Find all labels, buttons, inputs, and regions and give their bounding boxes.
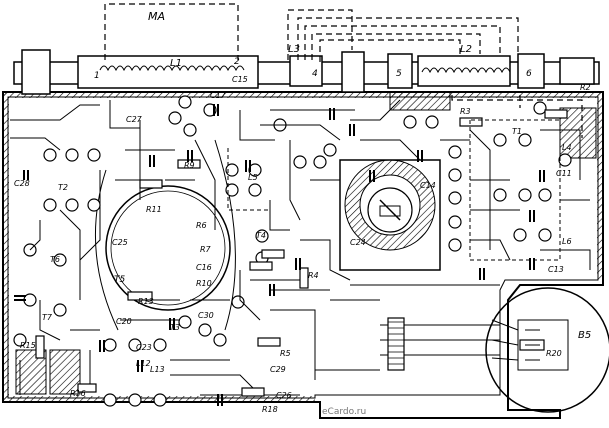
label-r7: R7 xyxy=(200,245,212,254)
label-n2: 2 xyxy=(234,57,240,67)
label-t6: T6 xyxy=(50,255,60,264)
label-l13: L13 xyxy=(150,365,165,374)
left-hatched-blocks xyxy=(15,91,597,395)
label-r16: R16 xyxy=(70,389,86,398)
label-n5: 5 xyxy=(396,69,402,79)
ferrite-rod-antenna xyxy=(13,49,600,95)
label-r15: R15 xyxy=(20,341,36,350)
label-t2: T2 xyxy=(58,183,68,192)
label-r11: R11 xyxy=(146,205,162,214)
label-l5: L5 xyxy=(248,173,258,182)
label-c11: C11 xyxy=(556,169,572,178)
label-r10: R10 xyxy=(196,279,212,288)
label-l1: L1 xyxy=(170,58,182,69)
label-c16: C16 xyxy=(196,263,212,272)
label-c23: C23 xyxy=(136,343,152,352)
label-c29: C29 xyxy=(270,365,286,374)
label-c13: C13 xyxy=(548,265,564,274)
label-c26: C26 xyxy=(276,391,292,400)
label-ma: MA xyxy=(148,10,165,23)
connector-block xyxy=(387,317,405,371)
label-r3: R3 xyxy=(460,107,471,116)
label-r13: R13 xyxy=(138,297,154,306)
label-n1: 1 xyxy=(94,71,100,81)
transistor-pads xyxy=(13,95,572,407)
label-c27: C27 xyxy=(126,115,143,124)
watermark: eCardo.ru xyxy=(322,407,366,417)
label-c17: C17 xyxy=(210,91,227,100)
label-t4: T4 xyxy=(256,231,266,240)
tuning-capacitor-assembly xyxy=(339,159,441,271)
component-labels: MA L1 L2 L3 1 2 4 5 6 C15 C17 C27 C28 C2… xyxy=(14,10,591,414)
label-c15: C15 xyxy=(232,75,248,84)
label-r2: R2 xyxy=(580,83,591,92)
label-b5: B5 xyxy=(578,330,591,341)
label-c14: C14 xyxy=(420,181,436,190)
label-c28: C28 xyxy=(14,179,30,188)
label-c24: C24 xyxy=(350,238,366,247)
label-r5: R5 xyxy=(280,349,291,358)
label-t7: T7 xyxy=(42,313,53,322)
label-r9: R9 xyxy=(184,161,195,170)
speaker-b5 xyxy=(485,287,609,413)
label-r18: R18 xyxy=(262,405,278,414)
variable-capacitor-dial xyxy=(94,139,236,331)
label-r4: R4 xyxy=(308,271,319,280)
label-c20: C20 xyxy=(116,317,132,326)
resistors xyxy=(35,109,568,397)
label-c30: C30 xyxy=(198,311,214,320)
inner-dashed-outlines xyxy=(227,119,561,261)
label-l2: L2 xyxy=(460,44,472,55)
label-r6: R6 xyxy=(196,221,207,230)
label-n4: 4 xyxy=(312,69,318,79)
label-l4: L4 xyxy=(562,143,572,152)
label-l12: L12 xyxy=(136,359,151,368)
label-n6: 6 xyxy=(526,69,532,79)
label-t1: T1 xyxy=(512,127,522,136)
label-t3: T3 xyxy=(170,323,180,332)
label-l6: L6 xyxy=(562,237,572,246)
label-l3: L3 xyxy=(288,44,300,55)
label-t5: T5 xyxy=(114,275,125,285)
board-outline xyxy=(2,91,604,419)
label-c25: C25 xyxy=(112,238,128,247)
label-r20: R20 xyxy=(546,349,562,358)
